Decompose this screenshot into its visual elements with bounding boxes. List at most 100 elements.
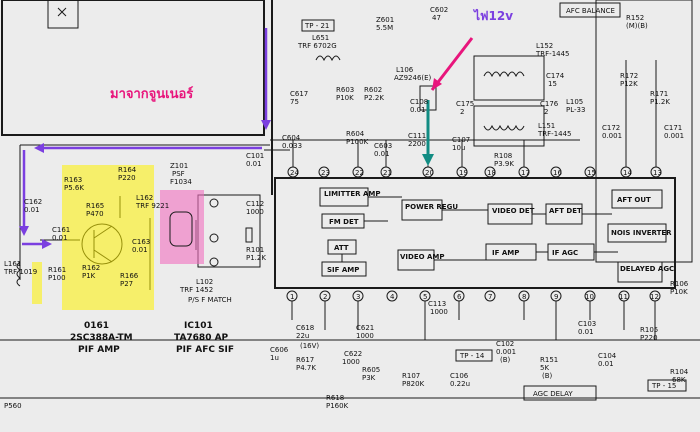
pin-top-label: 18 [487, 169, 496, 177]
label-c603: C603 [374, 142, 392, 150]
label-c112: C112 [246, 200, 264, 208]
l151-coil [483, 124, 525, 131]
ps-pin [209, 233, 219, 243]
label-r106: R106 [670, 280, 689, 288]
tuner-connector [47, 0, 79, 29]
label-c163: C163 [132, 238, 150, 246]
pin-top-label: 14 [623, 169, 632, 177]
agc-delay-box [523, 385, 597, 401]
label-c171: C171 [664, 124, 682, 132]
label-c606: C606 [270, 346, 289, 354]
block-att-label: ATT [334, 244, 349, 252]
pin-top-label: 17 [521, 169, 530, 177]
label-l162-value: TRF 9221 [135, 202, 169, 210]
tp21-box [301, 19, 335, 32]
l651-coil [315, 55, 341, 62]
label-r161: R161 [48, 266, 66, 274]
l161-coil [16, 261, 21, 287]
pin-top-label: 16 [553, 169, 562, 177]
pin-top-label: 23 [321, 169, 330, 177]
label-c603-value: 0.01 [374, 150, 390, 158]
pin-top [484, 166, 496, 178]
label-r617: R617 [296, 356, 314, 364]
label-c604: C604 [282, 134, 301, 142]
tuner-frame [1, 0, 265, 136]
tp14-box [455, 349, 493, 362]
label-z601: Z601 [376, 16, 394, 24]
block-nois-inverter-label: NOIS INVERTER [611, 229, 672, 237]
label-r172: R172 [620, 72, 638, 80]
transistor-desc: PIF AMP [78, 345, 120, 355]
yellow-highlight-amp [62, 165, 154, 310]
label-c112-value: 1000 [246, 208, 264, 216]
label-c107: C107 [452, 136, 470, 144]
tp15-label: TP - 15 [651, 382, 676, 390]
label-r171: R171 [650, 90, 668, 98]
ps-pin [209, 257, 219, 267]
label-c618: C618 [296, 324, 314, 332]
pin-bottom-label: 8 [522, 293, 526, 301]
label-c104: C104 [598, 352, 617, 360]
pink-arrow [430, 37, 474, 91]
pin-bottom-label: 1 [290, 293, 294, 301]
label-ps-f-match: P/S F MATCH [188, 296, 232, 304]
label-r164-value: P220 [118, 174, 136, 182]
label-l161-value: TRF 1019 [3, 268, 37, 276]
pin-bottom-label: 4 [390, 293, 395, 301]
label-l102-value: TRF 1452 [179, 286, 213, 294]
pin-top-label: 19 [459, 169, 468, 177]
tp21-label: TP - 21 [304, 22, 329, 30]
label-c103: C103 [578, 320, 596, 328]
label-r605-value: P3K [362, 374, 376, 382]
label-l105: L105 [566, 98, 583, 106]
ic101-body [274, 177, 676, 289]
label-r164: R164 [118, 166, 137, 174]
pin-top-label: 24 [290, 169, 299, 177]
label-l151: L151 [538, 122, 555, 130]
r101-body [245, 227, 253, 243]
block-if-amp-label: IF AMP [492, 249, 519, 257]
block-video-amp-label: VIDEO AMP [400, 253, 445, 261]
label-r104: R104 [670, 368, 689, 376]
label-l152: L152 [536, 42, 553, 50]
ic-desc: PIF AFC SIF [176, 345, 234, 355]
label-r618-value: P160K [326, 402, 349, 410]
label-c113-value: 1000 [430, 308, 448, 316]
pin-bottom [484, 290, 496, 302]
label-c103-value: 0.01 [578, 328, 594, 336]
agc-delay-label: AGC DELAY [533, 390, 573, 398]
label-z601-value: 5.5M [376, 24, 393, 32]
label-r163: R163 [64, 176, 82, 184]
tp15-box [647, 379, 687, 392]
label-c622-value: 1000 [342, 358, 360, 366]
label-c106: C106 [450, 372, 469, 380]
label-r101-value: P1.2K [246, 254, 266, 262]
label-r152-value: (M)(B) [626, 22, 648, 30]
block-power-regu-label: POWER REGU [405, 203, 458, 211]
pin-bottom-label: 5 [423, 293, 427, 301]
l151-box [473, 105, 545, 147]
label-c618-rating: (16V) [300, 342, 319, 350]
afc-balance-box [559, 2, 621, 18]
l152-box [473, 55, 545, 101]
label-c108: C108 [410, 98, 428, 106]
pin-bottom-label: 12 [650, 293, 659, 301]
purple-arrow-right-head [42, 239, 52, 249]
label-r604-value: P100K [346, 138, 369, 146]
label-c621-value: 1000 [356, 332, 374, 340]
block-sif-amp [321, 261, 367, 277]
label-c106-value: 0.22u [450, 380, 470, 388]
pin-top [550, 166, 562, 178]
pin-top [318, 166, 330, 178]
label-r151: R151 [540, 356, 558, 364]
label-c175: C175 [456, 100, 474, 108]
label-c163-value: 0.01 [132, 246, 148, 254]
block-sif-amp-label: SIF AMP [327, 266, 359, 274]
label-r602: R602 [364, 86, 382, 94]
label-c113: C113 [428, 300, 446, 308]
pin-top [584, 166, 596, 178]
label-r171-value: P1.2K [650, 98, 670, 106]
label-z101: Z101 [170, 162, 188, 170]
label-r162: R162 [82, 264, 100, 272]
label-r602-value: P2.2K [364, 94, 384, 102]
